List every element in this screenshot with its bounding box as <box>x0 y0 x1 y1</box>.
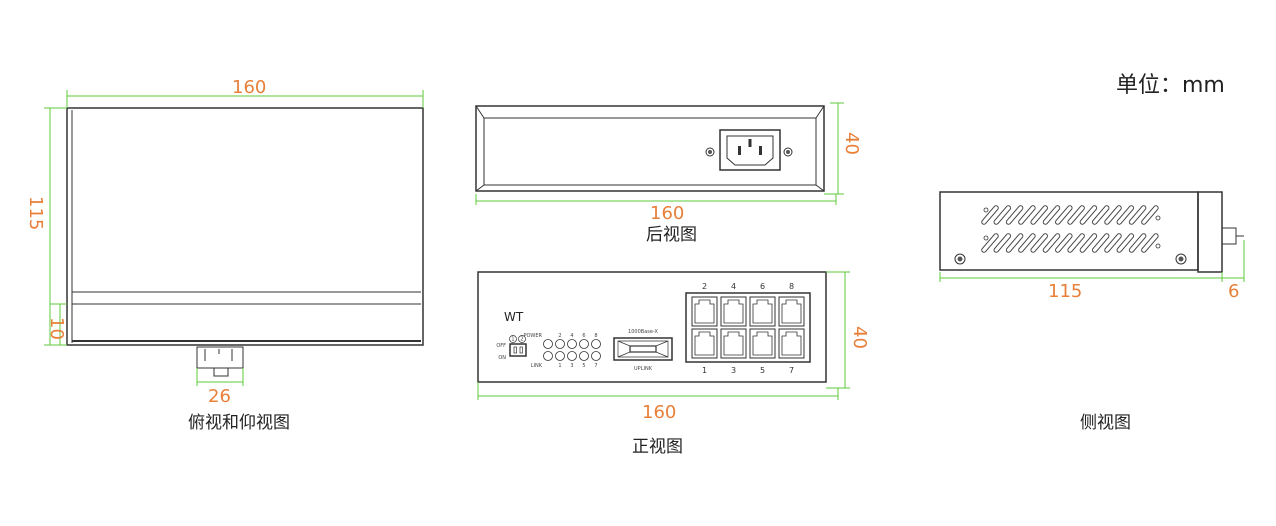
side-view: 115 6 侧视图 <box>939 191 1245 433</box>
port-top-label: 2 <box>702 282 707 291</box>
sfp-connector <box>196 346 244 377</box>
led-bottom-label: LINK <box>531 363 543 369</box>
port-bottom-label: 1 <box>702 366 707 375</box>
top-depth-dim: 115 <box>25 196 46 230</box>
top-view: 160 115 10 26 俯视和仰视图 <box>25 77 424 433</box>
led-indicator <box>579 351 589 361</box>
rj45-port <box>749 296 776 327</box>
connector-dim: 26 <box>208 386 231 407</box>
switch-on-label: ON <box>498 355 506 361</box>
brand-logo: WT <box>504 310 524 324</box>
front-view-title: 正视图 <box>632 437 683 457</box>
back-height-dim: 40 <box>841 132 862 155</box>
port-bottom-label: 3 <box>731 366 736 375</box>
led-top-label: 2 <box>558 333 561 339</box>
switch-off-label: OFF <box>496 343 506 349</box>
rj45-port <box>691 296 718 327</box>
led-indicator <box>555 339 565 349</box>
rj45-block <box>685 292 811 363</box>
led-indicator <box>567 339 577 349</box>
switch-1-label: 1 <box>511 337 514 343</box>
back-view: 40 160 后视图 <box>475 102 862 245</box>
vent-slots <box>981 205 1161 253</box>
led-bottom-label: 3 <box>570 363 573 369</box>
rj45-port <box>720 328 747 359</box>
rj45-port <box>778 328 805 359</box>
front-width-dim: 160 <box>642 402 676 423</box>
port-top-label: 4 <box>731 282 736 291</box>
sfp-top-label: 1000Base-X <box>628 329 658 335</box>
led-indicator <box>555 351 565 361</box>
sfp-port <box>613 337 673 361</box>
power-inlet <box>705 129 793 171</box>
sfp-bottom-label: UPLINK <box>634 366 653 372</box>
rj45-port <box>720 296 747 327</box>
led-indicator <box>543 339 553 349</box>
rj45-port <box>691 328 718 359</box>
dip-switch <box>509 343 527 357</box>
led-top-label: 6 <box>582 333 585 339</box>
front-height-dim: 40 <box>849 326 870 349</box>
switch-2-label: 2 <box>520 337 523 343</box>
port-top-label: 8 <box>789 282 794 291</box>
led-bottom-label: 7 <box>594 363 597 369</box>
led-bottom-label: 5 <box>582 363 585 369</box>
back-width-dim: 160 <box>650 203 684 224</box>
rj45-port <box>778 296 805 327</box>
side-protrusion-dim: 6 <box>1228 281 1239 302</box>
top-width-dim: 160 <box>232 77 266 98</box>
port-top-label: 6 <box>760 282 765 291</box>
rj45-port <box>749 328 776 359</box>
unit-label: 单位：mm <box>1116 73 1225 98</box>
led-indicator <box>591 351 601 361</box>
led-indicator <box>591 339 601 349</box>
led-top-label: 4 <box>570 333 573 339</box>
led-top-label: 8 <box>594 333 597 339</box>
port-bottom-label: 5 <box>760 366 765 375</box>
side-view-title: 侧视图 <box>1080 413 1131 433</box>
led-top-label: POWER <box>523 333 542 339</box>
led-indicator <box>543 351 553 361</box>
side-depth-dim: 115 <box>1048 281 1082 302</box>
band-dim: 10 <box>46 317 67 340</box>
led-panel: POWER LINK 2 1 4 3 6 5 8 7 <box>523 333 601 369</box>
led-bottom-label: 1 <box>558 363 561 369</box>
back-view-title: 后视图 <box>646 225 697 245</box>
led-indicator <box>579 339 589 349</box>
port-bottom-label: 7 <box>789 366 794 375</box>
led-indicator <box>567 351 577 361</box>
top-view-title: 俯视和仰视图 <box>188 413 290 433</box>
